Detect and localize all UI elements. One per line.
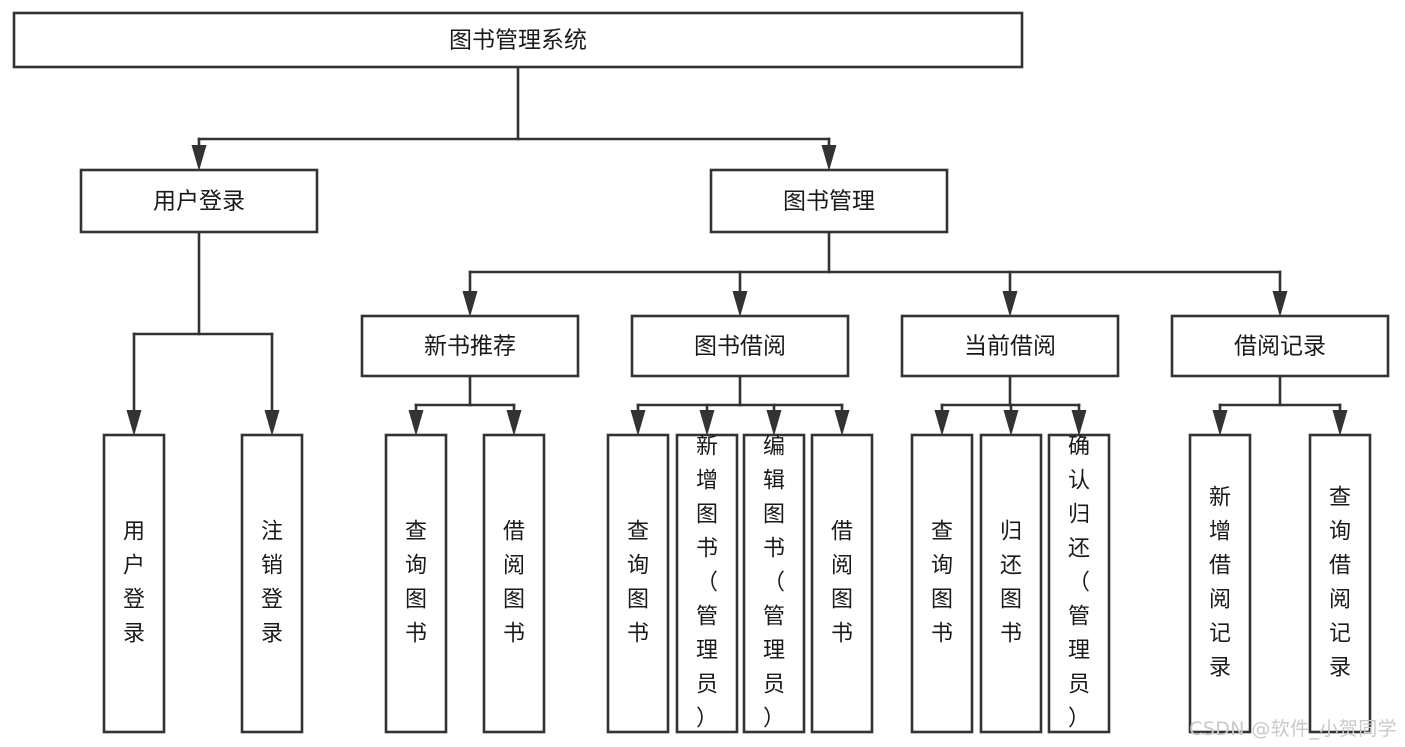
node-rect (742, 433, 806, 734)
leaf-node[interactable]: 查询图书 (384, 433, 448, 734)
node-label: 新增图书（管理员） (696, 435, 718, 732)
node-rect (630, 314, 850, 378)
edge-group (191, 65, 837, 171)
node-label: 查询借阅记录 (1329, 486, 1351, 681)
leaf-node[interactable]: 查询图书 (910, 433, 974, 734)
node-rect (810, 433, 874, 734)
node-label: 新书推荐 (424, 334, 516, 360)
leaf-node[interactable]: 编辑图书（管理员） (742, 433, 806, 734)
node-rect (1170, 314, 1390, 378)
edge-group (126, 230, 280, 436)
leaf-node[interactable]: 借阅图书 (482, 433, 546, 734)
node-rect (240, 433, 304, 734)
leaf-node[interactable]: 注销登录 (240, 433, 304, 734)
node-label: 编辑图书（管理员） (763, 435, 785, 732)
node-label: 图书管理系统 (449, 28, 587, 54)
node-label: 注销登录 (261, 520, 283, 647)
node-box-l3_0[interactable]: 新书推荐 (360, 314, 580, 378)
node-layer: 图书管理系统用户登录图书管理新书推荐图书借阅当前借阅借阅记录用户登录注销登录查询… (12, 11, 1390, 734)
node-label: 用户登录 (153, 189, 245, 215)
node-rect (12, 11, 1024, 69)
node-rect (1308, 433, 1372, 734)
edge-group (408, 374, 522, 436)
edge-layer (126, 65, 1348, 436)
leaf-node[interactable]: 新增图书（管理员） (675, 433, 739, 734)
node-rect (79, 168, 319, 234)
leaf-node[interactable]: 查询借阅记录 (1308, 433, 1372, 734)
node-label: 图书借阅 (694, 334, 786, 360)
node-label: 确认归还（管理员） (1068, 435, 1090, 732)
node-box-l2_1[interactable]: 图书管理 (709, 168, 949, 234)
node-rect (102, 433, 166, 734)
leaf-node[interactable]: 归还图书 (979, 433, 1043, 734)
node-label: 借阅记录 (1234, 334, 1326, 360)
node-label: 借阅图书 (503, 520, 525, 647)
node-box-l3_2[interactable]: 当前借阅 (900, 314, 1120, 378)
node-label: 新增借阅记录 (1209, 486, 1231, 681)
node-rect (709, 168, 949, 234)
node-label: 借阅图书 (831, 520, 853, 647)
leaf-node[interactable]: 查询图书 (606, 433, 670, 734)
node-rect (979, 433, 1043, 734)
node-label: 图书管理 (783, 189, 875, 215)
leaf-node[interactable]: 确认归还（管理员） (1047, 433, 1111, 734)
node-rect (1188, 433, 1252, 734)
node-rect (910, 433, 974, 734)
node-rect (384, 433, 448, 734)
node-box-l2_0[interactable]: 用户登录 (79, 168, 319, 234)
node-label: 查询图书 (405, 520, 427, 647)
node-label: 查询图书 (931, 520, 953, 647)
node-rect (1047, 433, 1111, 734)
watermark-text: CSDN @软件_小贺同学 (1189, 718, 1397, 740)
node-rect (482, 433, 546, 734)
node-rect (900, 314, 1120, 378)
leaf-node[interactable]: 用户登录 (102, 433, 166, 734)
node-box-root[interactable]: 图书管理系统 (12, 11, 1024, 69)
node-box-l3_1[interactable]: 图书借阅 (630, 314, 850, 378)
edge-group (1212, 374, 1348, 436)
node-rect (606, 433, 670, 734)
node-label: 用户登录 (123, 520, 145, 647)
node-label: 归还图书 (1000, 520, 1022, 647)
edge-group (934, 374, 1087, 436)
leaf-node[interactable]: 新增借阅记录 (1188, 433, 1252, 734)
node-rect (360, 314, 580, 378)
edge-group (630, 374, 850, 436)
node-label: 当前借阅 (964, 334, 1056, 360)
edge-group (462, 230, 1288, 317)
node-rect (675, 433, 739, 734)
node-label: 查询图书 (627, 520, 649, 647)
node-box-l3_3[interactable]: 借阅记录 (1170, 314, 1390, 378)
leaf-node[interactable]: 借阅图书 (810, 433, 874, 734)
